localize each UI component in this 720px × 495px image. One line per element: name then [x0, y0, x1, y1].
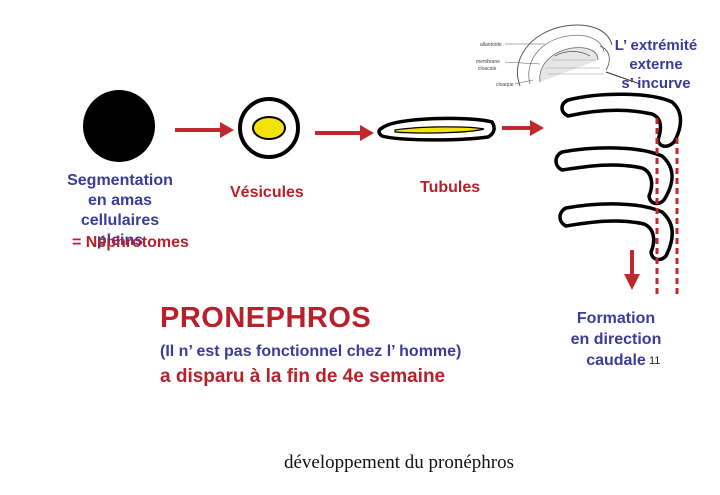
curved-tubules	[554, 92, 683, 262]
caudal-arrow	[624, 250, 640, 290]
inset-label-membrane: membrane	[476, 59, 500, 65]
tip-note-line-3: s’ incurve	[621, 75, 691, 92]
segmentation-line-1: Segmentation	[67, 172, 173, 189]
direction-line-2: en direction	[570, 331, 662, 348]
direction-line-1: Formation	[576, 310, 656, 327]
inset-label-cloaque: cloaque	[496, 82, 514, 88]
tip-note-line-1: L’ extrémité	[614, 37, 698, 54]
pronephros-title: PRONEPHROS	[160, 302, 372, 334]
arrow-2	[315, 125, 374, 141]
caudal-direction-note: Formation en direction caudale	[552, 308, 680, 371]
slide-number: 11	[649, 355, 661, 367]
tubule-shape	[377, 116, 496, 142]
figure-caption: développement du pronéphros	[283, 452, 515, 473]
curved-tubule-3	[558, 202, 674, 262]
direction-line-3: caudale	[586, 352, 646, 369]
curved-tubule-1	[560, 92, 683, 148]
vesicles-label: Vésicules	[230, 184, 304, 201]
curved-tubule-2	[554, 146, 674, 206]
tip-curves-note: L’ extrémité externe s’ incurve	[600, 36, 712, 93]
tubules-label: Tubules	[420, 179, 481, 196]
nephrotome-mass	[83, 90, 155, 162]
arrow-1	[175, 122, 234, 138]
duct-dotted-lines	[655, 118, 679, 298]
pronephros-note: (Il n’ est pas fonctionnel chez l’ homme…	[160, 343, 462, 360]
arrow-3	[502, 120, 544, 136]
embryo-inset-sketch: allantoïde membrane cloacale cloaque	[474, 22, 641, 88]
pronephros-disappears: a disparu à la fin de 4e semaine	[160, 366, 446, 387]
vesicle-shape	[238, 97, 300, 159]
segmentation-label: Segmentation en amas cellulaires pleins	[56, 171, 184, 251]
tip-note-line-2: externe	[629, 56, 683, 73]
nephrotomes-label: = Néphrotomes	[72, 234, 189, 251]
segmentation-line-3: cellulaires pleins	[80, 212, 160, 249]
inset-label-cloacale: cloacale	[478, 66, 497, 72]
segmentation-line-2: en amas	[87, 192, 153, 209]
inset-label-allantoide: allantoïde	[480, 42, 502, 48]
